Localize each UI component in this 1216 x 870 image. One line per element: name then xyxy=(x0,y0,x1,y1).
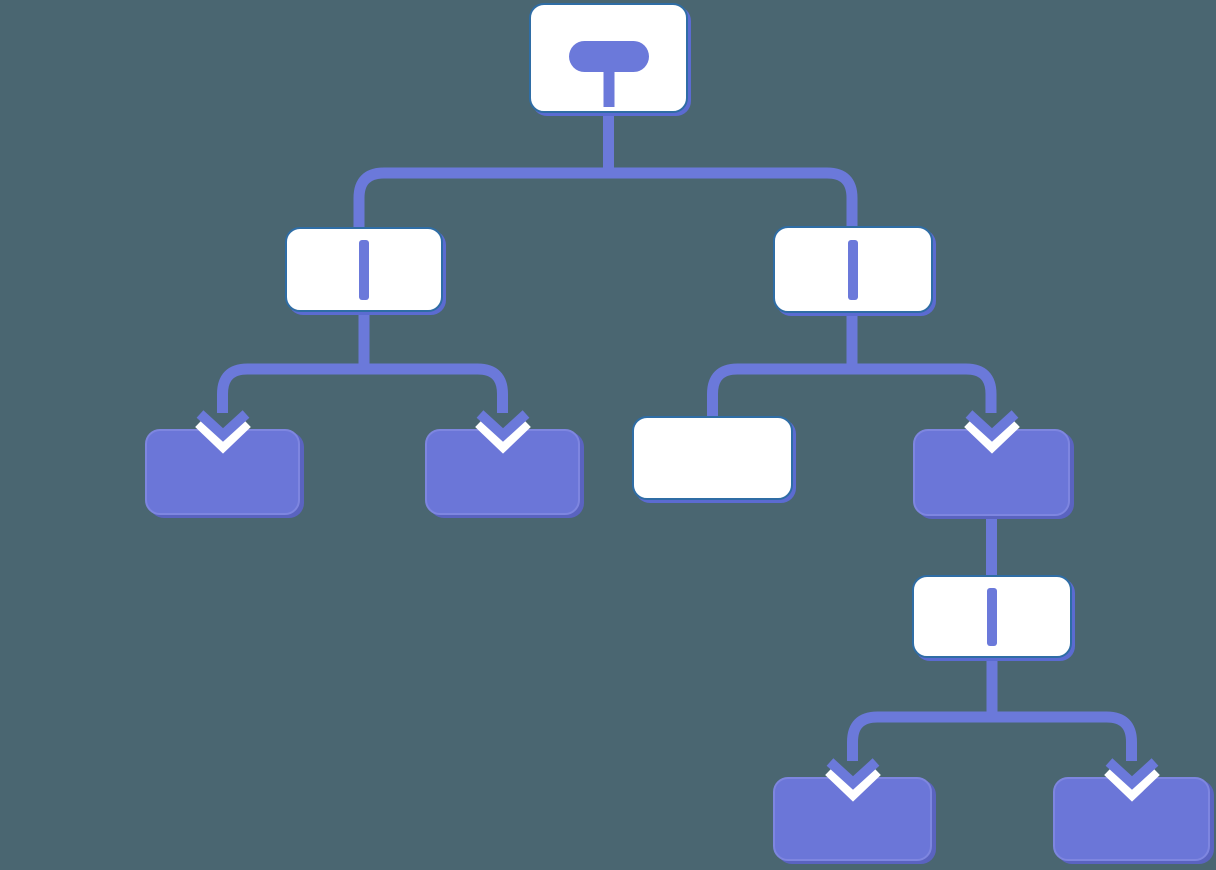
tree-node-leaf-4[interactable] xyxy=(773,758,932,861)
connector-line xyxy=(707,363,997,418)
root-pill-icon xyxy=(568,41,649,72)
tree-node-card-1[interactable] xyxy=(632,416,793,500)
tree-node-leaf-5[interactable] xyxy=(1053,758,1210,861)
connector-line xyxy=(217,363,508,413)
connector-line xyxy=(353,167,858,229)
tree-node-root[interactable] xyxy=(529,3,688,113)
vertical-bar-icon xyxy=(987,587,997,646)
tree-node-leaf-1[interactable] xyxy=(145,410,300,515)
vertical-bar-icon xyxy=(359,239,369,300)
tree-node-branch-right[interactable] xyxy=(773,226,933,313)
tree-node-leaf-3[interactable] xyxy=(913,410,1070,516)
tree-node-branch-mid[interactable] xyxy=(912,575,1072,658)
tree-node-leaf-2[interactable] xyxy=(425,410,580,515)
connector-line xyxy=(847,711,1137,761)
tree-node-branch-left[interactable] xyxy=(285,227,443,312)
vertical-bar-icon xyxy=(848,239,858,300)
